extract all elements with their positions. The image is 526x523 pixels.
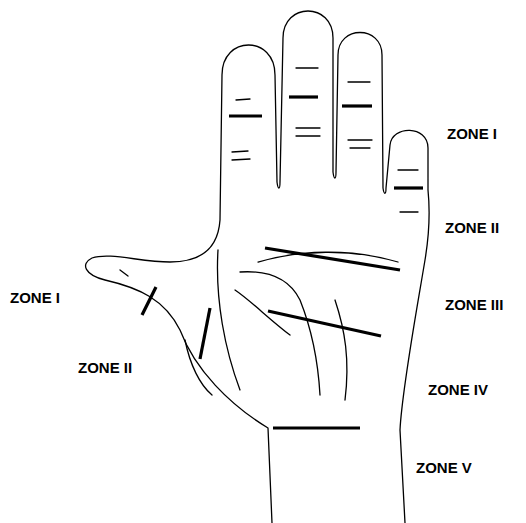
zone-label: ZONE I — [447, 125, 497, 142]
crease-line — [120, 270, 128, 276]
zone-label: ZONE V — [416, 459, 472, 476]
zone-label: ZONE II — [78, 359, 132, 376]
zone-label: ZONE IV — [428, 381, 488, 398]
palm-line — [335, 300, 347, 400]
zone-boundary — [394, 186, 423, 189]
crease-line — [398, 170, 418, 212]
zone-boundary — [229, 114, 262, 117]
zone-boundary — [268, 311, 381, 336]
zone-boundary — [200, 308, 210, 359]
hand-outline — [86, 11, 430, 523]
palm-line — [217, 250, 240, 390]
palm-line — [185, 340, 212, 395]
zone-boundary — [289, 95, 318, 98]
zone-boundary — [273, 426, 360, 429]
crease-line — [296, 68, 320, 136]
zone-label: ZONE II — [445, 219, 499, 236]
zone-label: ZONE III — [445, 296, 503, 313]
zone-boundary — [142, 287, 156, 315]
crease-line — [348, 82, 372, 148]
zone-boundary — [265, 248, 400, 270]
crease-line — [232, 99, 250, 160]
zone-boundary — [342, 104, 372, 107]
zone-label: ZONE I — [10, 289, 60, 306]
palm-line — [240, 272, 320, 395]
